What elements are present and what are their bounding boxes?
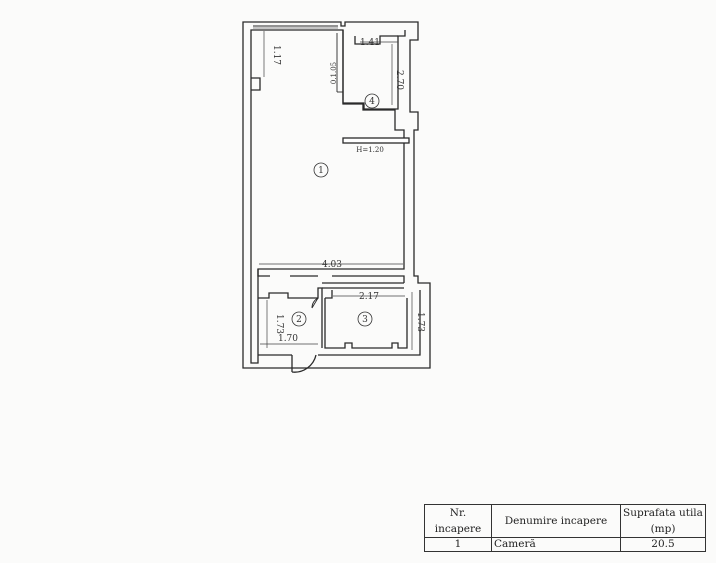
dim-room1-width: 4.03: [322, 260, 342, 270]
entry-door: [291, 354, 317, 373]
dim-partition-height: H=1.20: [356, 146, 384, 154]
dim-closet-label: 0.1.05: [330, 62, 338, 84]
cell-nr: 1: [424, 537, 492, 552]
room-label-4: 4: [369, 97, 375, 107]
room-label-2: 2: [296, 315, 302, 325]
dim-top-left-height: 1.17: [271, 45, 281, 65]
outer-wall: [242, 21, 431, 369]
header-nr: Nr. incapere: [424, 504, 492, 538]
room2-walls: [258, 287, 323, 348]
room-label-1: 1: [318, 166, 324, 176]
inner-wall: [250, 29, 405, 364]
partition: [342, 137, 410, 144]
room4-wall: [342, 30, 406, 110]
room-table: Nr. incapere Denumire incapere Suprafata…: [424, 504, 706, 552]
cell-name: Cameră: [491, 537, 621, 552]
cell-area: 20.5: [620, 537, 706, 552]
lower-separator: [257, 269, 405, 283]
dim-room3-height: 1.73: [415, 312, 425, 332]
dim-room4-height: 2.70: [394, 70, 404, 90]
dim-room2-height: 1.73: [274, 314, 284, 334]
header-area: Suprafata utila (mp): [620, 504, 706, 538]
bath-door: [311, 297, 319, 309]
dim-room2-width: 1.70: [278, 334, 298, 344]
dim-room3-width: 2.17: [359, 292, 379, 302]
room-label-3: 3: [362, 315, 368, 325]
table-header-row: Nr. incapere Denumire incapere Suprafata…: [424, 504, 706, 538]
table-row: 1 Cameră 20.5: [424, 537, 706, 552]
dim-room4-width: 1.41: [360, 38, 380, 48]
room3-walls: [324, 290, 408, 349]
header-name: Denumire incapere: [491, 504, 621, 538]
